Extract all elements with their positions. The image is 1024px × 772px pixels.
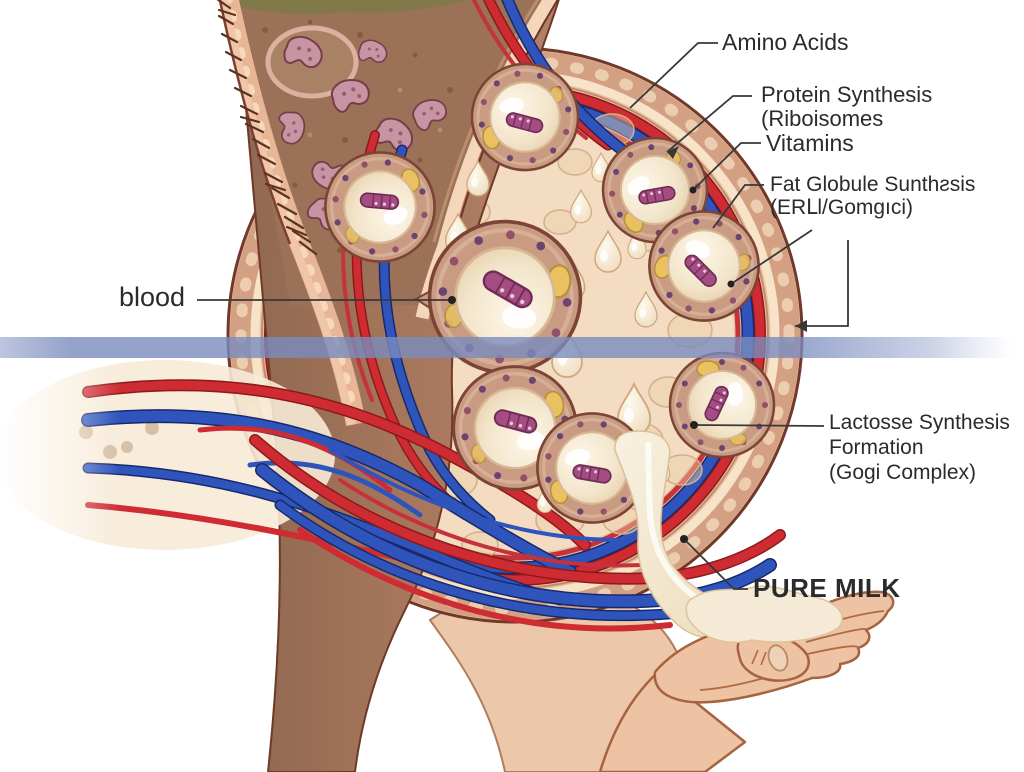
label-protein-synthesis: Protein Synthesis (Riboisomes — [761, 82, 933, 132]
arrowhead — [795, 320, 807, 332]
label-lactose-line1: Lactosse Synthesis — [829, 411, 1010, 434]
label-lactose-synthesis: Lactosse Synthesis Formation (Gogi Compl… — [829, 411, 1010, 485]
label-lactose-line2: Formation — [829, 435, 924, 459]
alveolus — [668, 351, 776, 459]
leader-vitamins — [692, 142, 761, 191]
label-lactose-line3: (Gogi Complex) — [829, 460, 977, 484]
label-fat-line2: (ERԼl/Gomgıci) — [770, 196, 914, 220]
label-protein-line2: (Riboisomes — [761, 106, 884, 132]
translucent-band — [0, 337, 1012, 358]
leader-protein-synthesis — [666, 95, 752, 153]
leader-lactose — [693, 424, 825, 427]
hair-strokes — [216, 0, 318, 256]
label-protein-line1: Protein Synthesis — [761, 82, 933, 107]
arrowhead — [667, 146, 679, 159]
surface-vegetation-strip — [228, 0, 470, 14]
leader-bracket — [795, 240, 849, 327]
cupped-hand — [598, 585, 895, 772]
label-blood: blood — [119, 282, 186, 312]
thumbnail — [767, 644, 789, 672]
subcutaneous-tissue — [228, 0, 555, 305]
leader-fat-globule — [712, 184, 764, 229]
leader-amino-acids — [629, 42, 718, 109]
milk-pool — [685, 585, 843, 644]
label-amino-acids: Amino Acids — [722, 29, 849, 55]
label-pure-milk: PURE MILK — [753, 573, 901, 603]
label-fat-globule-synthesis: Fat Globule Sunthƨsis (ERԼl/Gomgıci) — [770, 173, 975, 219]
label-vitamins: Vitamins — [766, 130, 854, 156]
label-fat-line1: Fat Globule Sunthƨsis — [770, 173, 976, 196]
leader-fat-globule-2 — [730, 229, 813, 285]
leader-lines — [197, 42, 849, 590]
leader-pure-milk — [683, 538, 748, 590]
left-fade — [0, 330, 120, 630]
